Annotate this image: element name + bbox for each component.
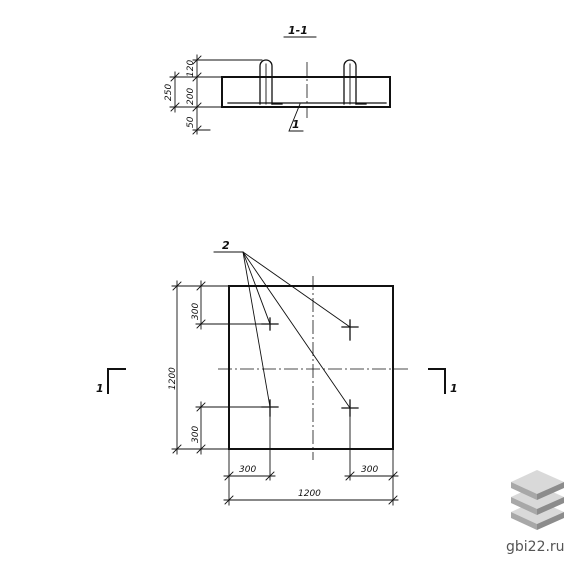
tick — [192, 125, 202, 135]
tick — [192, 55, 202, 65]
leader-2b — [242, 251, 271, 325]
leader-2a — [242, 251, 271, 408]
tick — [170, 102, 180, 112]
tick — [196, 281, 206, 291]
dim-left-1200: 1200 — [168, 367, 178, 390]
watermark-logo: gbi22.ru — [506, 470, 565, 555]
section-title: 1-1 — [288, 24, 308, 37]
cut-mark-left — [107, 368, 126, 394]
logo-layer-top-side — [537, 482, 564, 500]
dim-120: 120 — [186, 60, 196, 77]
dim-bottom-right-300: 300 — [361, 465, 378, 475]
tick — [345, 471, 355, 481]
tick — [388, 495, 398, 505]
cut-label-right: 1 — [450, 382, 458, 395]
cut-label-left: 1 — [96, 382, 104, 395]
leader-2d — [242, 251, 351, 328]
tick — [224, 471, 234, 481]
tick — [224, 495, 234, 505]
tick — [170, 72, 180, 82]
leader-2c — [242, 251, 351, 409]
tick — [196, 444, 206, 454]
watermark-text: gbi22.ru — [506, 539, 565, 555]
dim-50: 50 — [186, 116, 196, 128]
logo-layer-bottom-side — [511, 512, 537, 530]
logo-layer-middle-side — [537, 497, 564, 515]
logo-layer-middle-side — [511, 497, 537, 515]
lifting-loop-left — [259, 59, 273, 105]
callout-2: 2 — [222, 239, 230, 252]
section-view: 1-1 120 200 250 50 — [164, 24, 391, 135]
tick — [172, 281, 182, 291]
tick — [388, 471, 398, 481]
logo-layer-top-side — [511, 482, 537, 500]
tick — [172, 444, 182, 454]
slab-plan — [228, 285, 394, 450]
dim-bottom-left-300: 300 — [239, 465, 256, 475]
tick — [196, 402, 206, 412]
lifting-loop-right — [343, 59, 357, 105]
logo-layer-top — [511, 470, 564, 494]
dim-left-bottom-300: 300 — [191, 426, 201, 443]
logo-layer-bottom-side — [537, 512, 564, 530]
tick — [196, 319, 206, 329]
cut-mark-right — [428, 368, 446, 394]
callout-1: 1 — [292, 118, 300, 131]
slab-section — [221, 76, 391, 108]
tick — [192, 102, 202, 112]
dim-left-top-300: 300 — [191, 303, 201, 320]
tick — [265, 471, 275, 481]
plan-view: 2 1200 300 300 300 300 — [96, 239, 458, 506]
dim-200: 200 — [186, 88, 196, 105]
tick — [192, 72, 202, 82]
leader-1 — [288, 103, 304, 132]
dim-bottom-1200: 1200 — [298, 489, 321, 499]
dim-250: 250 — [164, 84, 174, 101]
